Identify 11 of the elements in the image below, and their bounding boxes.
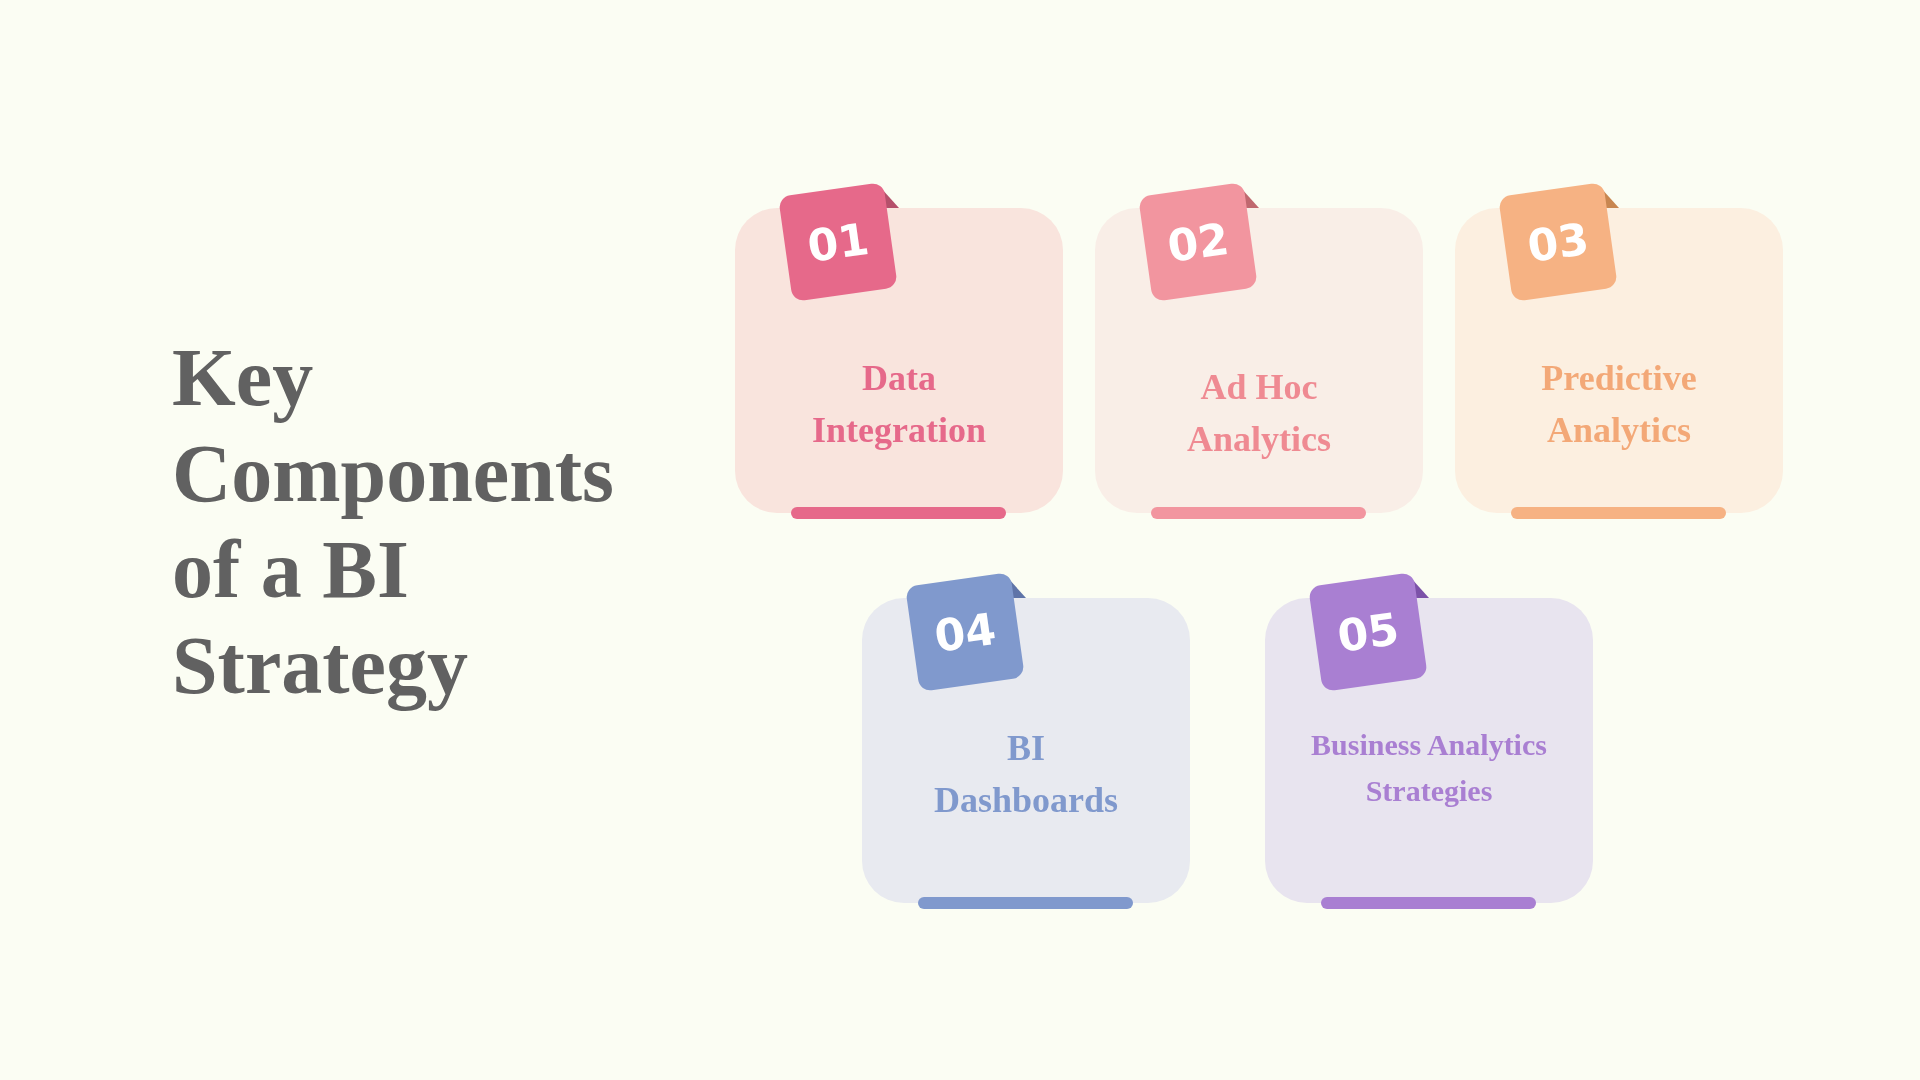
number-badge: 03 <box>1498 182 1618 302</box>
card-title: Data Integration <box>811 357 987 452</box>
card-title: Business Analytics Strategies <box>1310 727 1548 809</box>
number-badge: 05 <box>1308 572 1428 692</box>
card-title: Ad Hoc Analytics <box>1186 366 1332 461</box>
card-title: BI Dashboards <box>932 727 1120 822</box>
card-title: Predictive Analytics <box>1540 357 1698 452</box>
number-badge: 01 <box>778 182 898 302</box>
number-badge: 02 <box>1138 182 1258 302</box>
page-title: Key Components of a BI Strategy <box>172 331 615 713</box>
number-badge: 04 <box>905 572 1025 692</box>
